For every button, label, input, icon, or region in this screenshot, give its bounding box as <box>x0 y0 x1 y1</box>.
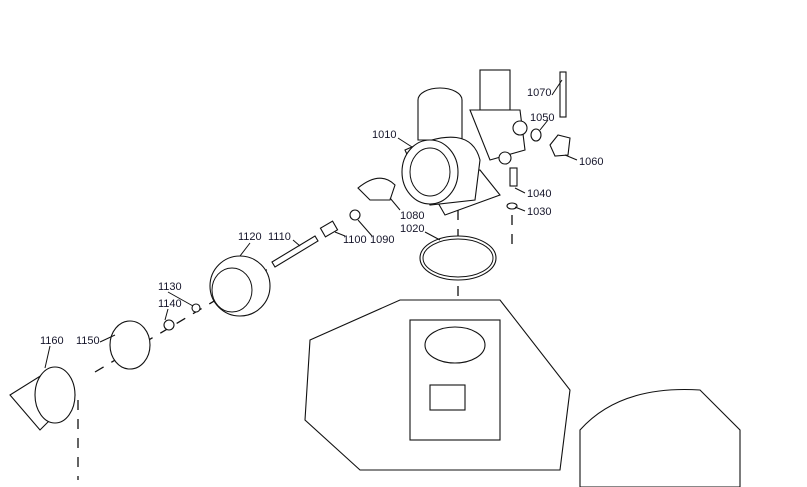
label-1160: 1160 <box>40 335 64 347</box>
compressor-assembly <box>304 299 741 487</box>
part-labels: 1070 1050 1010 1060 1040 1030 1080 1020 … <box>40 87 603 347</box>
label-1130: 1130 <box>158 281 182 293</box>
label-1020: 1020 <box>400 223 424 235</box>
label-1030: 1030 <box>527 206 551 218</box>
label-1120: 1120 <box>238 231 262 243</box>
part-1130-washer[interactable] <box>191 303 201 313</box>
part-1020-o-ring[interactable] <box>419 235 497 281</box>
label-1100: 1100 <box>343 234 367 246</box>
label-1080: 1080 <box>400 210 424 222</box>
label-1090: 1090 <box>370 234 394 246</box>
part-1150-hose-clamp[interactable] <box>109 320 151 370</box>
label-1110: 1110 <box>268 231 291 243</box>
part-1100-sleeve[interactable] <box>319 220 339 238</box>
part-1070-tube[interactable] <box>559 71 567 118</box>
part-1160-hose[interactable] <box>9 366 76 431</box>
part-1040-bolt[interactable] <box>509 167 518 187</box>
label-1060: 1060 <box>579 156 603 168</box>
part-1110-shaft[interactable] <box>271 235 319 268</box>
label-1140: 1140 <box>158 298 182 310</box>
part-1050-seal[interactable] <box>530 128 542 142</box>
part-1120-rotor[interactable] <box>209 255 271 317</box>
label-1040: 1040 <box>527 188 551 200</box>
part-1030-washer[interactable] <box>506 202 518 210</box>
part-1010-inlet-valve[interactable] <box>401 69 528 216</box>
part-1080-bracket[interactable] <box>357 177 396 201</box>
label-1150: 1150 <box>76 335 100 347</box>
label-1070: 1070 <box>527 87 551 99</box>
label-1050: 1050 <box>530 112 554 124</box>
part-1090-nut[interactable] <box>349 209 361 221</box>
leader-lines <box>44 79 578 369</box>
part-1140-nut[interactable] <box>163 319 175 331</box>
label-1010: 1010 <box>372 129 396 141</box>
part-1060-elbow-fitting[interactable] <box>549 134 571 157</box>
